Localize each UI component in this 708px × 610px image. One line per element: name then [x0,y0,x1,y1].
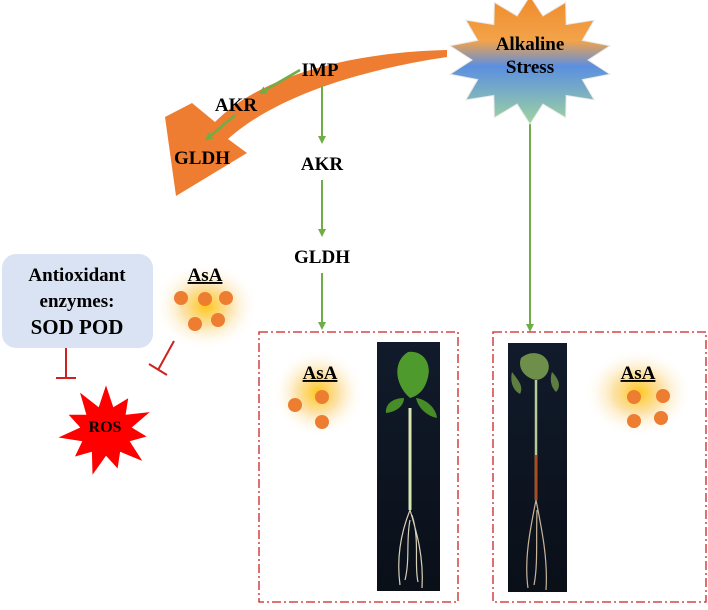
pathway-imp-label: IMP [302,60,339,81]
ros-label: ROS [89,419,122,436]
asa-dots [174,291,670,429]
antioxidant-enzymes-box [2,254,153,348]
pathway-gldh-label: GLDH [294,247,350,268]
inhibition-lines [56,340,175,379]
ros-starburst [58,385,150,475]
pathway-arrows [318,86,534,332]
alkaline-stress-starburst [448,0,612,125]
stress-label-line1: Alkaline [496,34,565,55]
asa-label-right: AsA [621,363,656,384]
antioxidant-label-line2: enzymes: [40,291,115,312]
curved-orange-arrow [165,50,447,196]
healthy-plant-photo [377,342,440,591]
antioxidant-label-line1: Antioxidant [28,265,126,286]
asa-label-middle: AsA [303,363,338,384]
curved-gldh-label: GLDH [174,148,230,169]
curved-akr-label: AKR [215,95,258,116]
stressed-plant-photo [508,343,567,592]
stress-condition-box [492,331,707,603]
stress-label-line2: Stress [506,57,554,78]
normal-condition-box [258,331,459,603]
asa-label-left: AsA [188,265,223,286]
curved-green-arrows [204,68,301,141]
pathway-akr-label: AKR [301,154,344,175]
antioxidant-label-line3: SOD POD [31,315,124,339]
asa-glow-left [154,262,258,350]
